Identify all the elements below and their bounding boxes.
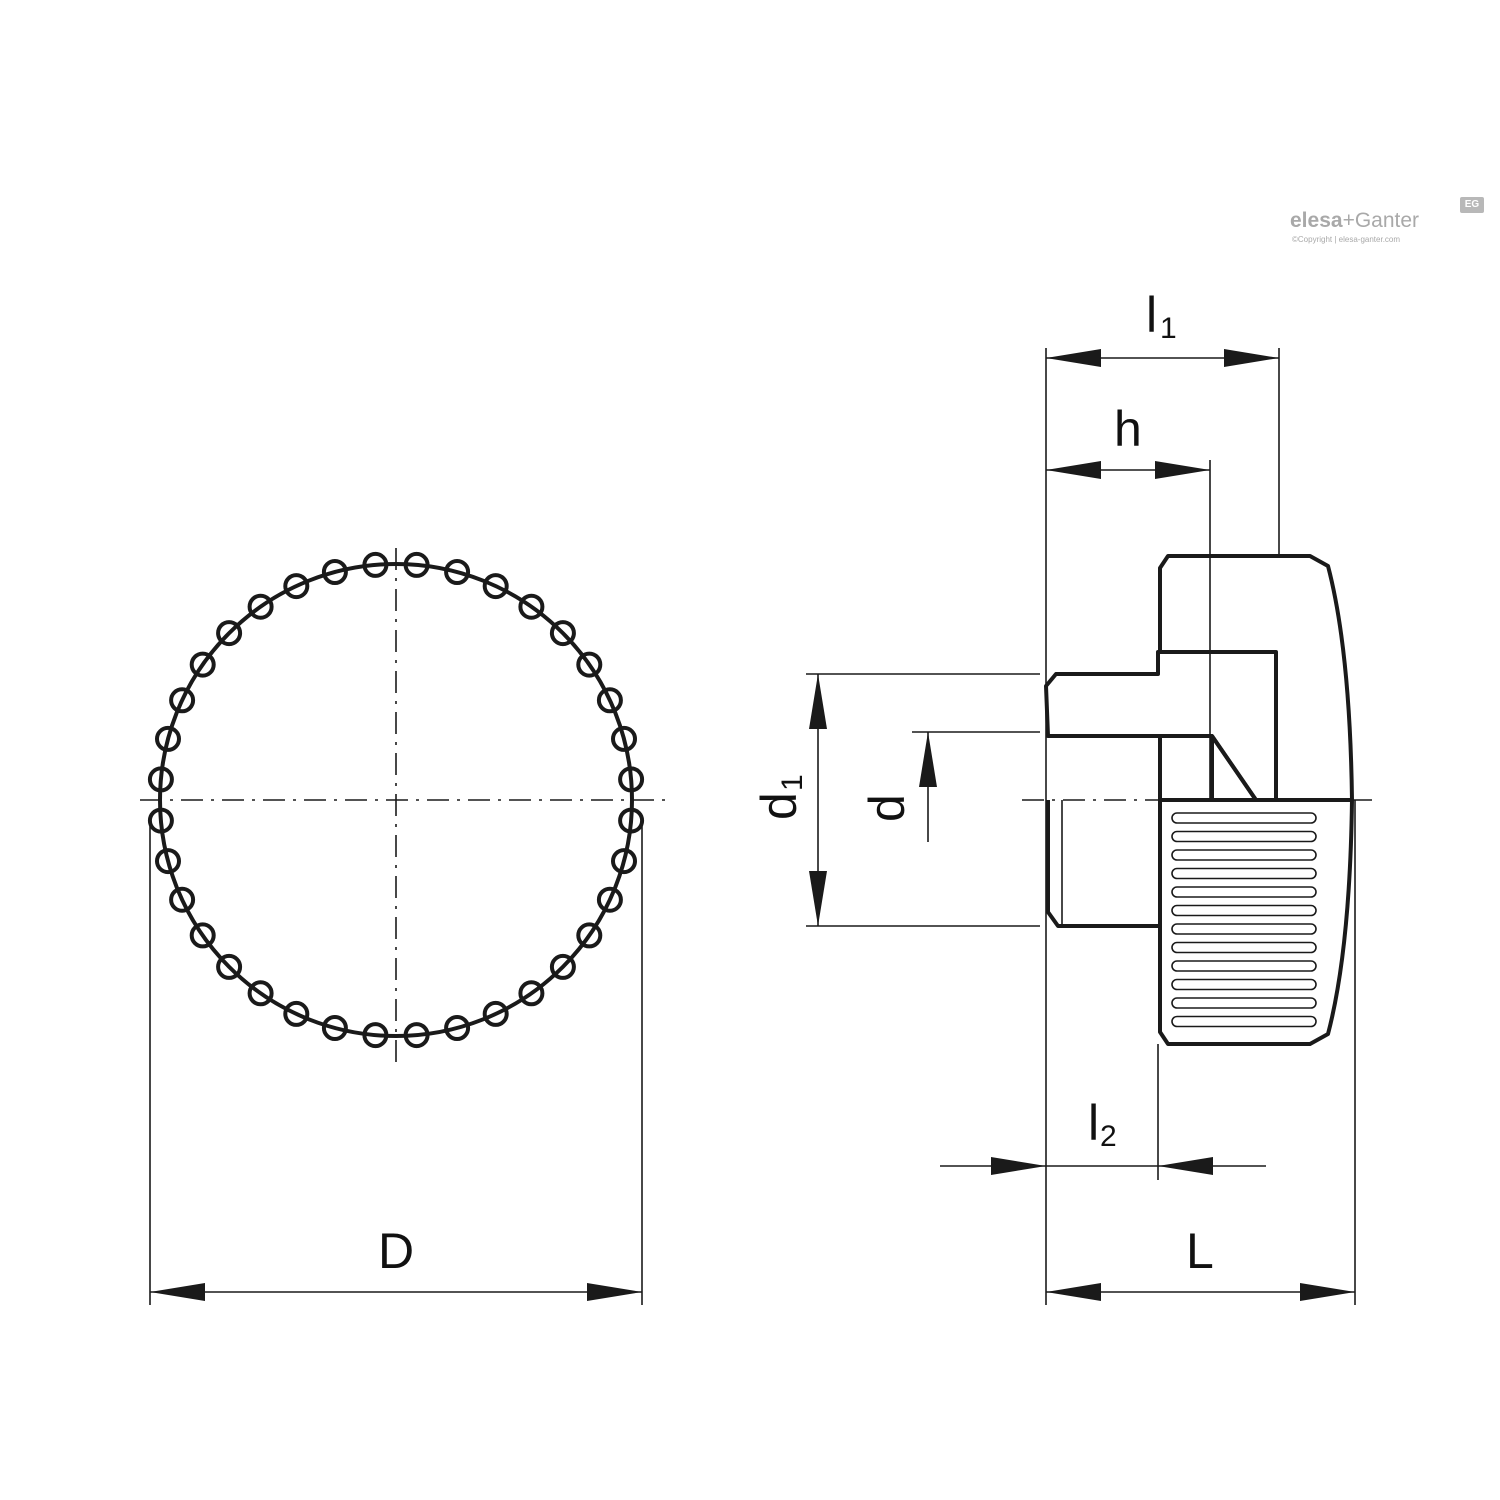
grip-rib xyxy=(1171,960,1317,972)
dim-label-l2: l xyxy=(1088,1095,1099,1151)
brand-name: elesa+Ganter xyxy=(1290,209,1419,233)
l-arrow-left xyxy=(1046,1283,1101,1301)
l1-arrow-right xyxy=(1224,349,1279,367)
dim-label-d1-sub: 1 xyxy=(776,774,809,791)
knurl-bump xyxy=(518,593,545,620)
d-arrow-right xyxy=(587,1283,642,1301)
dim-label-l2-sub: 2 xyxy=(1100,1120,1117,1153)
dim-label-L: L xyxy=(1186,1223,1214,1279)
grip-rib xyxy=(1171,997,1317,1009)
grip-rib xyxy=(1171,849,1317,861)
knurl-bump xyxy=(216,953,243,980)
front-view: D xyxy=(140,548,665,1305)
knurl-bump xyxy=(169,886,196,913)
knurled-grip-exterior xyxy=(1158,800,1354,1046)
d1-arrow-bottom xyxy=(809,871,827,926)
h-arrow-right xyxy=(1155,461,1210,479)
dim-label-D: D xyxy=(378,1223,414,1279)
dim-label-l1-sub: 1 xyxy=(1160,312,1177,345)
l2-arrow-left xyxy=(991,1157,1046,1175)
grip-rib xyxy=(1171,1015,1317,1028)
knurl-bump xyxy=(611,848,637,875)
knurl-bump xyxy=(596,687,623,714)
knurl-bump xyxy=(576,922,603,949)
knurl-bump xyxy=(482,1000,509,1027)
knurl-bump xyxy=(283,573,310,600)
knurl-bump xyxy=(549,953,576,980)
l2-letter: l xyxy=(1088,1095,1099,1151)
grip-rib xyxy=(1171,904,1317,917)
brand-name-bold: elesa xyxy=(1290,209,1343,232)
knurl-bump xyxy=(283,1000,310,1027)
knurl-bump xyxy=(189,651,216,678)
knurled-grip-section xyxy=(1158,554,1354,800)
l2-arrow-right xyxy=(1158,1157,1213,1175)
knurl-bump xyxy=(155,725,181,752)
brand-logo: elesa+Ganter ©Copyright | elesa-ganter.c… xyxy=(1290,197,1500,257)
knurl-bump xyxy=(189,922,216,949)
dim-label-d1: d xyxy=(751,792,807,820)
knurl-bump xyxy=(611,725,637,752)
knurl-bump xyxy=(321,559,348,585)
d-arrow-left xyxy=(150,1283,205,1301)
grip-rib xyxy=(1171,886,1317,898)
knurl-bump xyxy=(216,620,243,647)
knurl-bump xyxy=(247,593,274,620)
grip-rib xyxy=(1171,941,1317,954)
knurl-bump xyxy=(169,687,196,714)
brand-mark-icon: EG xyxy=(1460,197,1484,213)
l1-letter: l xyxy=(1146,287,1157,343)
knurl-bump xyxy=(247,980,274,1007)
insert-section xyxy=(1046,652,1276,800)
knurl-bump xyxy=(444,559,471,585)
knurl-bump xyxy=(596,886,623,913)
dim-label-h: h xyxy=(1114,401,1142,457)
dim-label-l1: l xyxy=(1146,287,1157,343)
grip-rib xyxy=(1171,923,1317,935)
grip-rib xyxy=(1171,867,1317,880)
knurl-bump xyxy=(576,651,603,678)
hub-exterior xyxy=(1046,800,1160,928)
brand-name-rest: +Ganter xyxy=(1342,209,1420,232)
l-arrow-right xyxy=(1300,1283,1355,1301)
dim-label-d: d xyxy=(859,794,915,822)
knurl-bump xyxy=(518,980,545,1007)
side-view: l 1 h d 1 d l 2 L xyxy=(751,287,1380,1305)
grip-rib xyxy=(1171,830,1317,843)
grip-rib xyxy=(1171,978,1317,991)
brand-copyright: ©Copyright | elesa-ganter.com xyxy=(1292,235,1401,244)
d-inner-arrow-top xyxy=(919,732,937,787)
d1-arrow-top xyxy=(809,674,827,729)
knurl-bump xyxy=(549,620,576,647)
l1-arrow-left xyxy=(1046,349,1101,367)
grip-rib xyxy=(1171,812,1317,824)
knurl-bump xyxy=(444,1015,471,1041)
knurl-bump xyxy=(321,1015,348,1041)
grip-ribs xyxy=(1171,812,1317,1028)
knurl-bump xyxy=(482,573,509,600)
knurl-bump xyxy=(155,848,181,875)
h-arrow-left xyxy=(1046,461,1101,479)
